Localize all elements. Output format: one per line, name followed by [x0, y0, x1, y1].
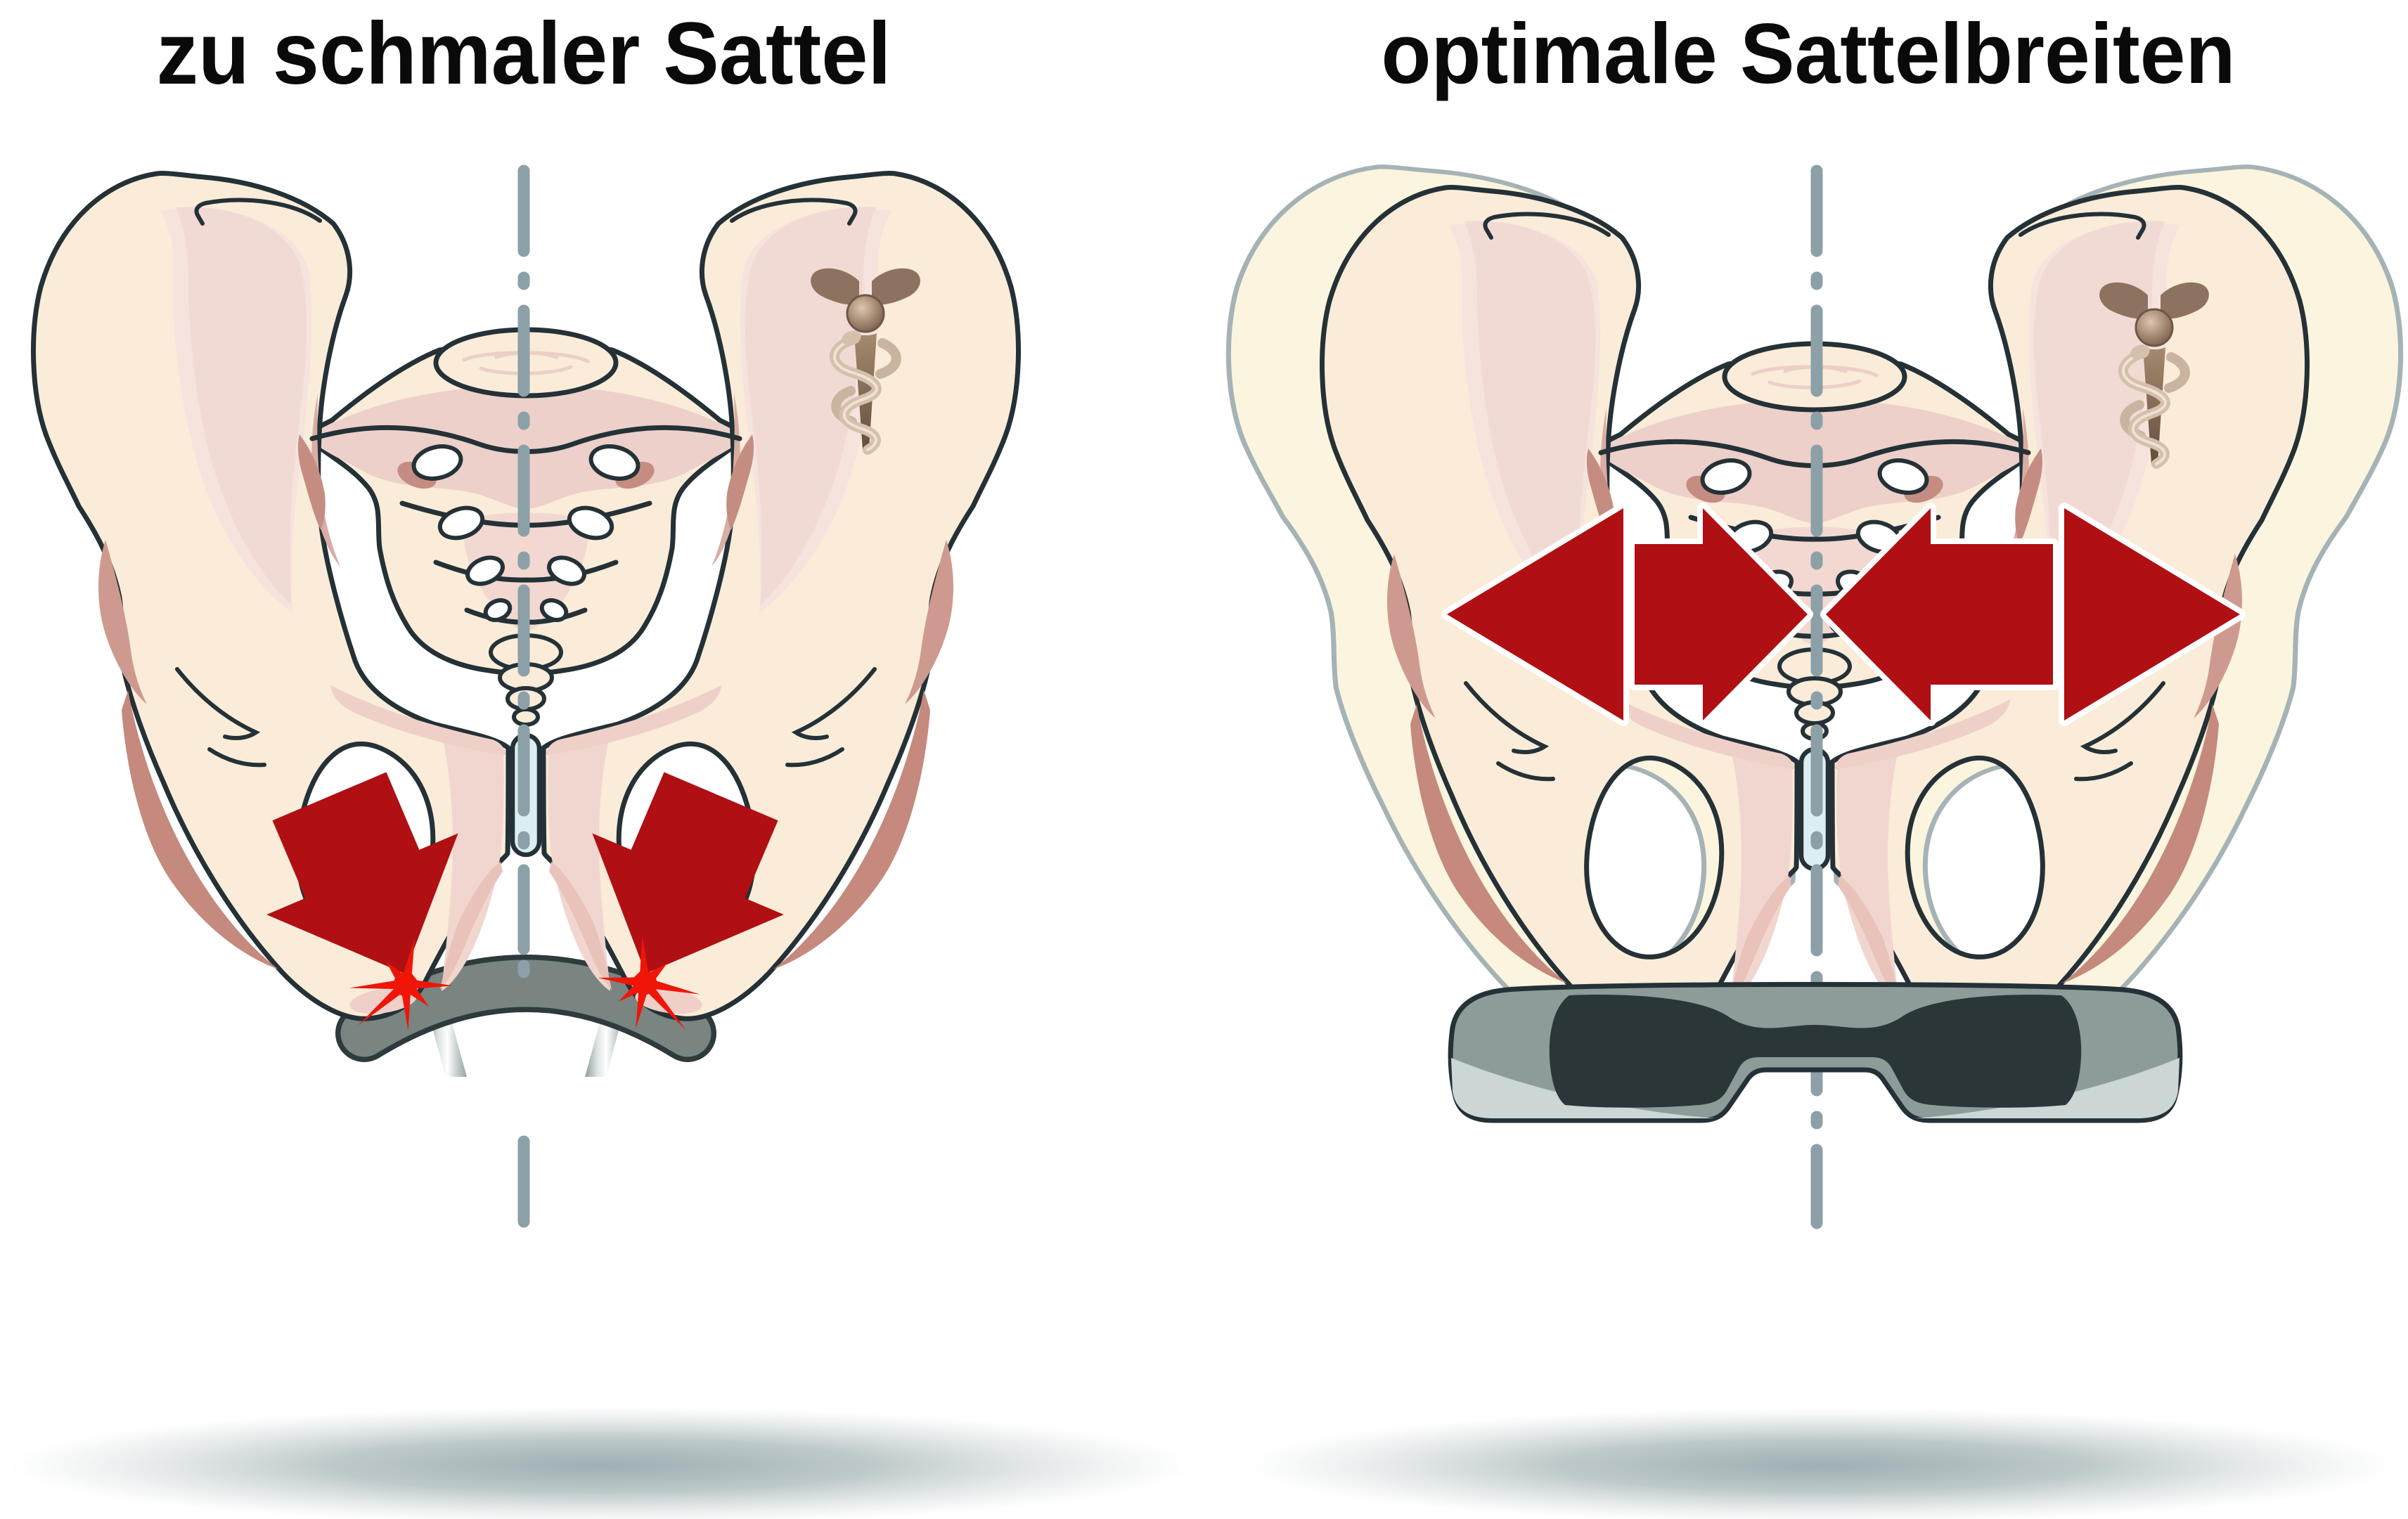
- svg-text:zu schmaler Sattel: zu schmaler Sattel: [157, 5, 891, 103]
- svg-text:optimale Sattelbreiten: optimale Sattelbreiten: [1382, 6, 2236, 101]
